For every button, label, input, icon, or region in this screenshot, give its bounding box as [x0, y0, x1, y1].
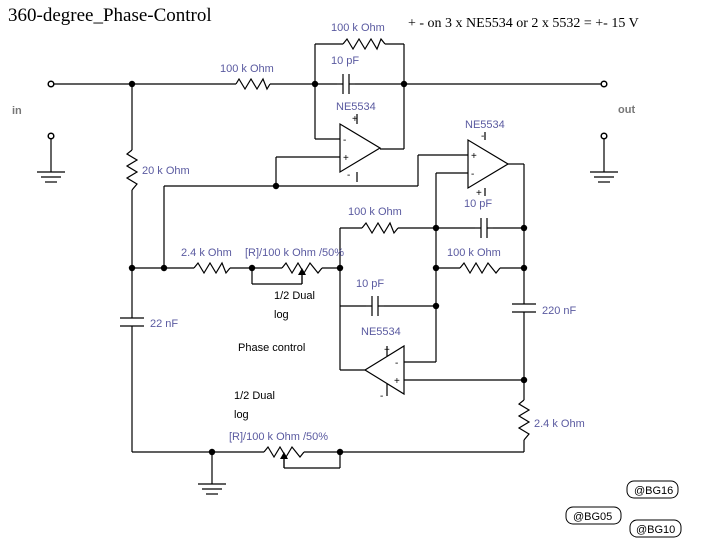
u2-supply-minus: - [481, 131, 484, 142]
r-in-label: 100 k Ohm [220, 63, 274, 75]
diagram-title: 360-degree_Phase-Control [8, 5, 212, 26]
u2-supply-plus: + [476, 188, 482, 199]
capacitor-c-u2-fb: 10 pF [464, 198, 493, 238]
resistor-r-u2-in: 100 k Ohm [348, 206, 402, 235]
tag-bg05: @BG05 [565, 506, 622, 525]
u2-label: NE5534 [465, 119, 505, 131]
ground-out-icon [590, 171, 618, 183]
pot1-note-1: 1/2 Dual [274, 290, 315, 302]
u3-supply-plus: + [384, 345, 390, 356]
power-note: + - on 3 x NE5534 or 2 x 5532 = +- 15 V [408, 16, 639, 31]
ground-in-icon [37, 171, 65, 183]
r-series-label: 2.4 k Ohm [181, 247, 232, 259]
potentiometer-2: [R]/100 k Ohm /50% 1/2 Dual log [229, 390, 328, 468]
opamp-u3: + - - + NE5534 [361, 326, 405, 402]
c-u3-fb-label: 10 pF [356, 278, 384, 290]
resistor-r-right: 2.4 k Ohm [517, 399, 585, 441]
u1-inv-input: - [343, 135, 346, 146]
tag-bg05-text: @BG05 [573, 511, 612, 523]
terminal-out: out [600, 80, 635, 140]
u3-inv-input: - [395, 358, 398, 369]
opamp-u2: - + + - NE5534 [465, 119, 510, 199]
tag-bg16: @BG16 [626, 480, 679, 499]
r-right-label: 2.4 k Ohm [534, 418, 585, 430]
r-u2-fb-label: 100 k Ohm [447, 247, 501, 259]
opamp-u1: + - - + NE5534 [336, 101, 382, 182]
c-right-label: 220 nF [542, 305, 577, 317]
tag-bg10: @BG10 [629, 519, 682, 538]
c-u2-fb-label: 10 pF [464, 198, 492, 210]
ground-bottom-icon [198, 483, 226, 495]
u2-inv-input: - [471, 169, 474, 180]
u3-label: NE5534 [361, 326, 401, 338]
u1-supply-minus: - [347, 170, 350, 181]
wires [50, 43, 605, 484]
resistor-r-u2-fb: 100 k Ohm [447, 247, 501, 275]
in-label: in [12, 105, 22, 117]
r-bias-label: 20 k Ohm [142, 165, 190, 177]
u1-label: NE5534 [336, 101, 376, 113]
pot2-note-2: log [234, 409, 249, 421]
resistor-r-bias: 20 k Ohm [125, 149, 190, 191]
potentiometer-1: [R]/100 k Ohm /50% 1/2 Dual log [245, 247, 344, 321]
r-fb1-label: 100 k Ohm [331, 22, 385, 34]
tag-bg16-text: @BG16 [634, 485, 673, 497]
terminal-in: in [12, 80, 55, 140]
u2-noninv-input: + [471, 151, 477, 162]
u3-supply-minus: - [380, 391, 383, 402]
junctions [128, 80, 528, 456]
u1-supply-plus: + [352, 114, 358, 125]
c-fb1-label: 10 pF [331, 55, 359, 67]
pot2-note-1: 1/2 Dual [234, 390, 275, 402]
capacitor-c-right: 220 nF [512, 301, 577, 317]
capacitor-c-u3-fb: 10 pF [356, 278, 384, 316]
resistor-r-fb1: 100 k Ohm [331, 22, 386, 51]
pot1-note-2: log [274, 309, 289, 321]
tag-bg10-text: @BG10 [636, 524, 675, 536]
r-u2-in-label: 100 k Ohm [348, 206, 402, 218]
capacitor-c-bias: 22 nF [120, 316, 178, 330]
pot2-label: [R]/100 k Ohm /50% [229, 431, 328, 443]
capacitor-c-fb1: 10 pF [331, 55, 359, 94]
phase-control-label: Phase control [238, 342, 305, 354]
c-bias-label: 22 nF [150, 318, 178, 330]
u3-noninv-input: + [394, 376, 400, 387]
resistor-r-series: 2.4 k Ohm [181, 247, 232, 275]
resistor-r-in: 100 k Ohm [220, 63, 274, 91]
out-label: out [618, 104, 635, 116]
pot1-label: [R]/100 k Ohm /50% [245, 247, 344, 259]
u1-noninv-input: + [343, 153, 349, 164]
